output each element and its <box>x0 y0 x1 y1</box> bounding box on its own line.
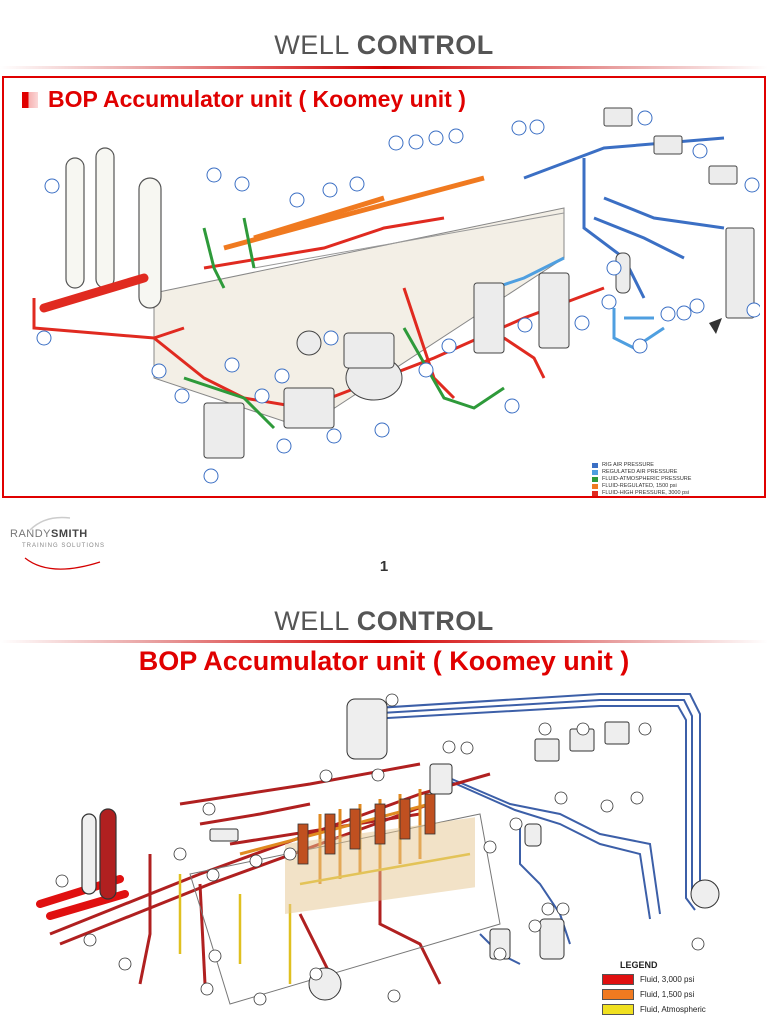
slide1-title: BOP Accumulator unit ( Koomey unit ) <box>22 86 466 113</box>
header-bold: CONTROL <box>356 606 494 636</box>
header-bold: CONTROL <box>356 30 494 60</box>
legend-item: Fluid, Atmospheric <box>602 1004 706 1015</box>
bullet-icon <box>22 92 38 108</box>
logo-subtitle: TRAINING SOLUTIONS <box>22 543 106 549</box>
legend-item: Fluid, 1,500 psi <box>602 989 706 1000</box>
logo-swoosh-icon <box>24 516 101 570</box>
legend-item: RIG AIR PRESSURE <box>592 462 691 469</box>
header-plain: WELL <box>274 606 349 636</box>
callout-bubbles <box>36 110 760 484</box>
koomey-diagram-2 <box>36 693 720 1006</box>
slide1-title-text: BOP Accumulator unit ( Koomey unit ) <box>48 86 466 112</box>
slide1-legend: RIG AIR PRESSURE REGULATED AIR PRESSURE … <box>592 462 691 497</box>
slide1-content-frame: BOP Accumulator unit ( Koomey unit ) <box>2 76 766 498</box>
arrow-icon <box>709 318 722 334</box>
logo-name: RANDYSMITH <box>10 528 88 540</box>
page-number: 1 <box>379 558 389 575</box>
slide2-legend: LEGEND Fluid, 3,000 psi Fluid, 1,500 psi… <box>602 960 706 1019</box>
legend-item: FLUID-ATMOSPHERIC PRESSURE <box>592 476 691 483</box>
header-rule <box>0 66 768 69</box>
header-plain: WELL <box>274 30 349 60</box>
randy-smith-logo: RANDYSMITH TRAINING SOLUTIONS <box>10 510 110 575</box>
koomey-diagram-1 <box>32 107 760 484</box>
slide1-header: WELL CONTROL <box>0 30 768 61</box>
slide2-title: BOP Accumulator unit ( Koomey unit ) <box>138 646 630 676</box>
legend-item: FLUID-REGULATED, 1500 psi <box>592 483 691 490</box>
legend-item: REGULATED AIR PRESSURE <box>592 469 691 476</box>
legend-item: FLUID-HIGH PRESSURE, 3000 psi <box>592 490 691 497</box>
legend-item: Fluid, 3,000 psi <box>602 974 706 985</box>
header-rule <box>0 640 768 643</box>
legend-title: LEGEND <box>620 960 658 970</box>
slide2-header: WELL CONTROL <box>0 606 768 637</box>
